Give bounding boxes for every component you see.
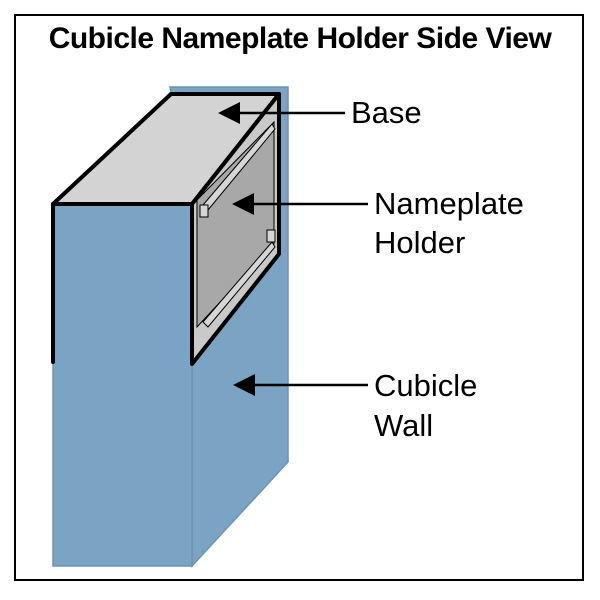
base-label: Base [351,95,422,130]
nameplate-top-rail-cap [199,204,209,218]
wall-label-line2: Wall [374,408,433,443]
nameplate-label-line1: Nameplate [374,186,524,221]
nameplate-bottom-rail [202,241,276,328]
wall-label-line1: Cubicle [374,368,477,403]
nameplate-bottom-rail-cap [266,229,276,243]
nameplate-arrow-head [232,193,254,215]
nameplate-label-line2: Holder [374,225,465,260]
diagram-title: Cubicle Nameplate Holder Side View [48,22,552,55]
cubicle-wall-front [52,203,193,567]
base-arrow-head [218,102,240,124]
wall-arrow-head [233,374,255,396]
nameplate-holder-panel [196,120,275,329]
